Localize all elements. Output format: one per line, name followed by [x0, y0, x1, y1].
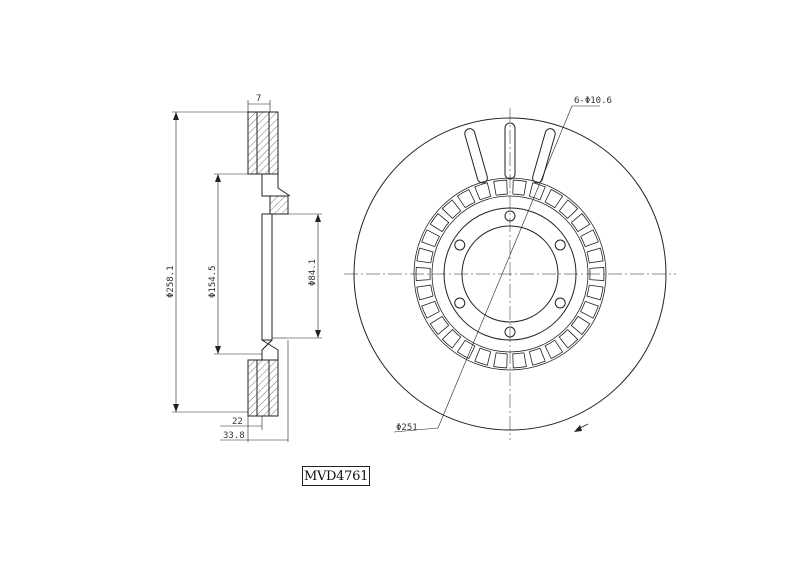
vent-slot — [441, 199, 462, 219]
vent-slot — [429, 315, 450, 335]
vent-slot — [474, 182, 492, 201]
bolt-hole — [504, 210, 516, 222]
side-section-view — [172, 100, 322, 442]
vent-slot — [580, 229, 599, 248]
vent-slot — [589, 266, 605, 282]
vent-slot — [570, 213, 591, 233]
vent-slot — [586, 284, 604, 301]
vent-slot — [493, 352, 508, 369]
vent-slot — [528, 182, 546, 201]
cooling-fins — [464, 122, 556, 184]
cooling-fin — [464, 128, 488, 184]
vent-slot — [558, 199, 579, 220]
bolt-hole — [454, 297, 466, 309]
vent-slot — [580, 300, 599, 319]
vent-slot — [512, 352, 527, 369]
part-number-label: MVD4761 — [302, 466, 370, 486]
vent-slot — [493, 179, 508, 196]
vent-slots — [415, 179, 605, 369]
vent-slot — [421, 229, 440, 248]
vent-slot — [415, 266, 431, 282]
vent-slot — [570, 316, 591, 335]
vent-slot — [429, 213, 450, 232]
dim-bolt-circle: Φ251 — [396, 423, 418, 433]
front-view — [344, 105, 676, 440]
bolt-hole — [554, 297, 566, 309]
vent-slot — [528, 347, 546, 366]
bolt-holes — [454, 210, 566, 338]
dim-center-bore: Φ84.1 — [308, 259, 318, 286]
dim-thickness: 7 — [256, 94, 261, 104]
vent-slot — [474, 347, 492, 366]
dim-outer-diameter: Φ258.1 — [166, 265, 176, 298]
dim-hat-diameter: Φ154.5 — [208, 265, 218, 298]
vent-slot — [512, 179, 527, 196]
vent-slot — [456, 188, 476, 209]
vent-slot — [416, 247, 434, 264]
dim-hub-depth: 22 — [232, 417, 243, 427]
vent-slot — [544, 339, 564, 360]
dim-overall-height: 33.8 — [223, 431, 245, 441]
bolt-hole — [454, 239, 466, 251]
bolt-hole — [554, 239, 566, 251]
cooling-fin — [532, 128, 556, 184]
cooling-fin — [504, 122, 516, 180]
bolt-hole — [504, 326, 516, 338]
vent-slot — [421, 300, 440, 319]
vent-slot — [416, 284, 434, 301]
vent-slot — [456, 339, 476, 360]
vent-slot — [441, 328, 462, 349]
dim-bolt-holes: 6-Φ10.6 — [574, 96, 612, 106]
vent-slot — [586, 247, 604, 264]
vent-slot — [544, 188, 564, 209]
vent-slot — [558, 329, 579, 349]
